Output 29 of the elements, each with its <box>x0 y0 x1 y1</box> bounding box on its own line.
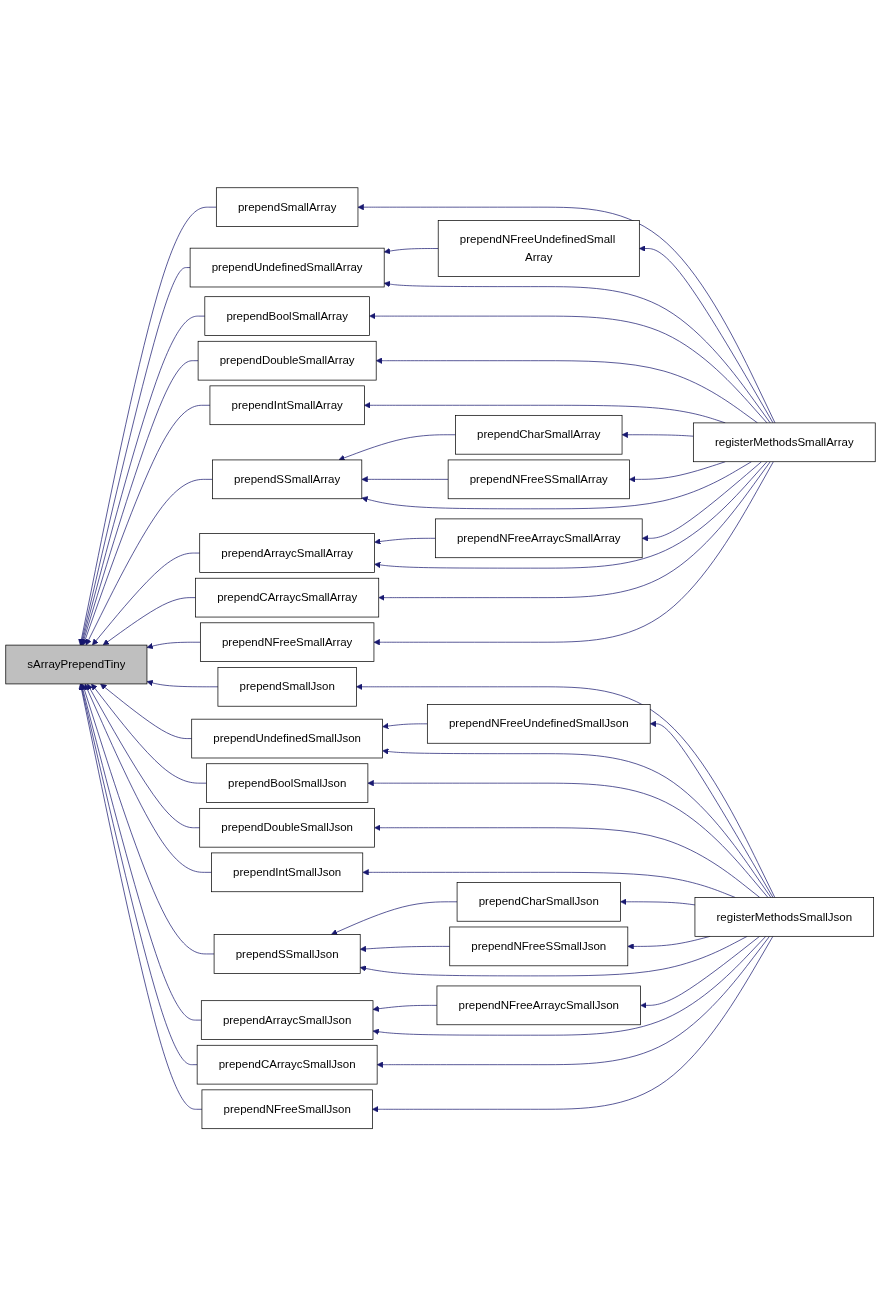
node-box: prependCharSmallJson <box>456 881 621 922</box>
node-box: prependSSmallArray <box>212 459 363 499</box>
node-box: prependIntSmallJson <box>211 852 364 892</box>
node-box: prependSSmallJson <box>213 933 361 974</box>
node-box: prependNFreeArraycSmallJson <box>436 985 641 1025</box>
node-box: prependNFreeSmallArray <box>200 622 375 662</box>
node-box: registerMethodsSmallJson <box>694 896 874 937</box>
node-box: prependNFreeSmallJson <box>201 1089 373 1129</box>
node-box: prependBoolSmallArray <box>204 296 370 336</box>
node-box: prependCArraycSmallArray <box>195 577 380 618</box>
node-box: prependDoubleSmallJson <box>199 807 375 848</box>
node-box: prependNFreeUndefinedSmall Array <box>437 219 640 277</box>
node-box: prependCharSmallArray <box>455 414 623 455</box>
node-box: prependUndefinedSmallArray <box>189 247 385 288</box>
node-box: prependNFreeUndefinedSmallJson <box>426 703 651 744</box>
node-box: prependSmallArray <box>215 187 359 227</box>
node-box: registerMethodsSmallArray <box>693 422 876 462</box>
node-box: prependCArraycSmallJson <box>196 1044 378 1085</box>
node-box: prependSmallJson <box>217 666 357 707</box>
node-box: prependBoolSmallJson <box>206 763 369 803</box>
node-box: prependDoubleSmallArray <box>197 340 377 381</box>
node-box: prependIntSmallArray <box>209 385 365 425</box>
node-box: prependNFreeSSmallArray <box>447 459 630 499</box>
node-box: prependNFreeArraycSmallArray <box>435 518 643 558</box>
node-box: prependNFreeSSmallJson <box>449 926 629 966</box>
node-box: prependUndefinedSmallJson <box>191 718 383 759</box>
node-box: sArrayPrependTiny <box>5 644 148 685</box>
node-box: prependArraycSmallJson <box>200 1000 374 1040</box>
node-box: prependArraycSmallArray <box>199 533 375 573</box>
